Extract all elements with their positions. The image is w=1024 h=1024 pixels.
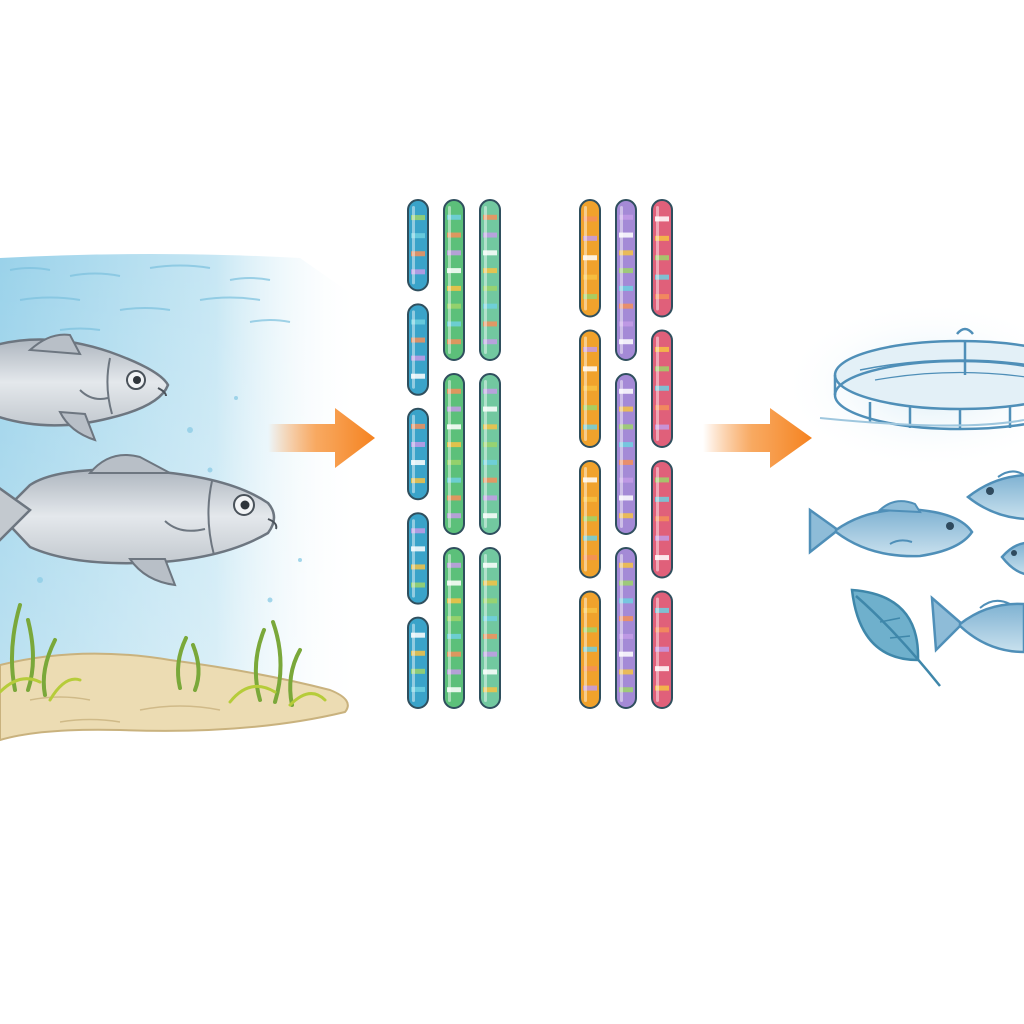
water-surface-ripples <box>9 264 291 331</box>
chromosome-segment <box>615 373 637 535</box>
wild-fish-icon <box>0 454 278 587</box>
chromosome-segment <box>443 199 465 361</box>
chromosome-segment <box>407 199 429 292</box>
chromosome-segment <box>615 547 637 709</box>
net-pen-cage-icon <box>819 327 1024 431</box>
chromosome-panel <box>407 199 673 709</box>
chromosome-segment <box>651 329 673 448</box>
chromosome-segment <box>579 199 601 318</box>
chromosome-segment <box>579 590 601 709</box>
farmed-fish-icon <box>965 470 1024 521</box>
chromosome-segment <box>579 329 601 448</box>
wild-fish-icon <box>0 333 170 442</box>
farmed-fish-icon <box>1000 541 1024 576</box>
farmed-fish-icon <box>808 500 974 558</box>
chromosome-segment <box>407 407 429 501</box>
chromosome-segment <box>479 373 501 535</box>
leaf-icon <box>850 588 941 687</box>
farmed-fish-icon <box>930 595 1024 654</box>
chromosome-segment <box>651 199 673 318</box>
arrow-right-icon <box>703 408 812 468</box>
chromosome-segment <box>479 199 501 361</box>
chromosome-segment <box>479 547 501 709</box>
farmed-fish-panel <box>780 300 1024 687</box>
bubbles <box>37 396 302 603</box>
arrow-right-icon <box>268 408 375 468</box>
chromosome-segment <box>407 512 429 605</box>
wild-fish-panel <box>0 254 360 742</box>
sand-seabed <box>0 652 349 742</box>
chromosome-segment <box>651 460 673 579</box>
chromosome-segment <box>651 590 673 709</box>
chromosome-segment <box>443 547 465 709</box>
seagrass-icon <box>0 603 327 707</box>
chromosome-segment <box>443 373 465 535</box>
chromosome-segment <box>615 199 637 361</box>
chromosome-segment <box>579 460 601 579</box>
chromosome-segment <box>407 303 429 396</box>
chromosome-segment <box>407 616 429 709</box>
